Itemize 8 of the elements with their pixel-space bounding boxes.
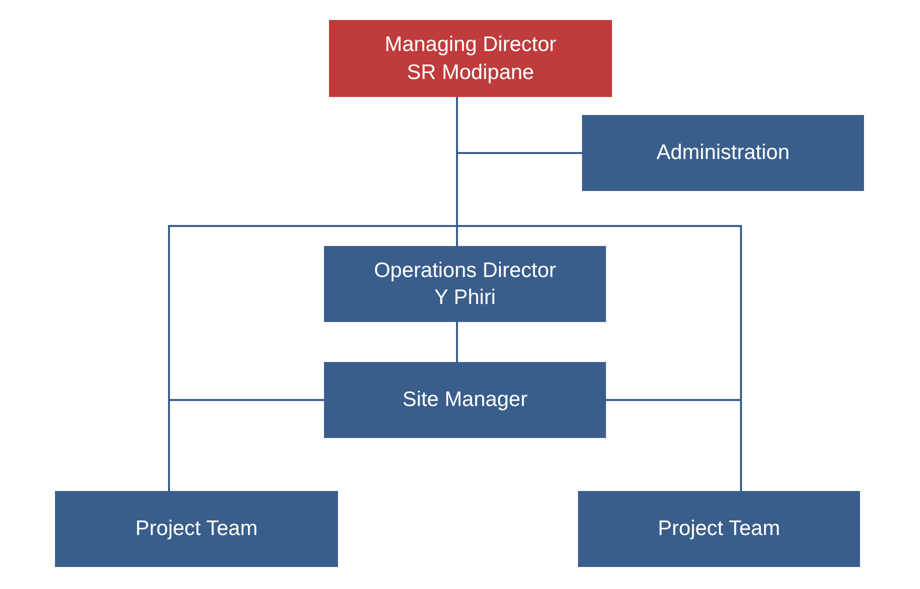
org-box: Project Team	[55, 491, 338, 567]
org-box: Operations Director Y Phiri	[324, 246, 606, 322]
org-box: Managing Director SR Modipane	[329, 20, 612, 97]
org-box: Project Team	[578, 491, 860, 567]
connector-line	[456, 322, 458, 362]
connector-line	[168, 399, 324, 491]
org-box: Administration	[582, 115, 864, 191]
org-box: Site Manager	[324, 362, 606, 438]
